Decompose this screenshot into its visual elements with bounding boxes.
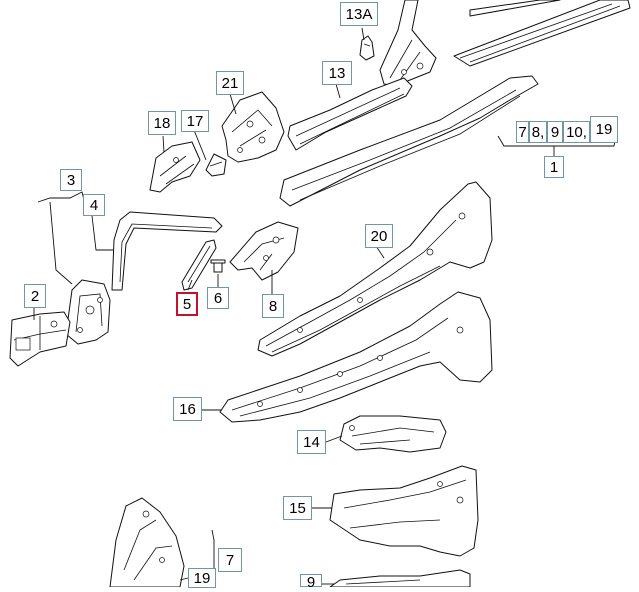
callout-19-bottom[interactable]: 19 (188, 568, 216, 588)
callout-10-top[interactable]: 10, (563, 121, 590, 143)
callout-17[interactable]: 17 (181, 110, 209, 132)
callout-8[interactable]: 8 (262, 294, 284, 318)
part-7-assembly (109, 497, 185, 588)
callout-20[interactable]: 20 (365, 224, 393, 248)
callout-3[interactable]: 3 (60, 169, 82, 191)
part-15 (329, 465, 479, 557)
callout-14[interactable]: 14 (297, 430, 326, 454)
part-8 (229, 221, 299, 281)
callout-9-top[interactable]: 9 (547, 121, 563, 143)
part-3 (65, 279, 111, 345)
part-13a (359, 35, 375, 61)
callout-9-bottom[interactable]: 9 (300, 574, 322, 590)
callout-13[interactable]: 13 (322, 61, 352, 85)
part-5 (181, 239, 217, 291)
part-upper-pillar (379, 0, 437, 87)
callout-7-bottom[interactable]: 7 (218, 548, 242, 572)
callout-19-top[interactable]: 19 (590, 116, 618, 143)
part-9-bottom (329, 569, 471, 588)
part-side-member-upper (453, 0, 631, 67)
part-4 (111, 211, 223, 291)
callout-8-top[interactable]: 8, (529, 121, 547, 143)
callout-4[interactable]: 4 (83, 194, 105, 216)
callout-7-top[interactable]: 7 (516, 121, 529, 143)
part-sill (279, 75, 539, 207)
part-14 (339, 415, 447, 453)
callout-13a[interactable]: 13A (340, 2, 378, 26)
part-16 (219, 291, 493, 423)
part-17 (205, 153, 227, 177)
part-13-rail (287, 77, 413, 151)
part-20 (257, 181, 493, 357)
callout-1[interactable]: 1 (544, 156, 564, 178)
callout-6[interactable]: 6 (207, 287, 229, 309)
part-18 (149, 141, 201, 193)
callout-5[interactable]: 5 (176, 292, 198, 316)
callout-15[interactable]: 15 (283, 496, 312, 520)
callout-16[interactable]: 16 (173, 397, 202, 421)
callout-21[interactable]: 21 (216, 71, 244, 95)
callout-18[interactable]: 18 (148, 111, 176, 135)
callout-2[interactable]: 2 (24, 284, 46, 308)
part-6 (210, 259, 226, 273)
part-2 (9, 311, 71, 367)
part-21 (221, 91, 285, 163)
